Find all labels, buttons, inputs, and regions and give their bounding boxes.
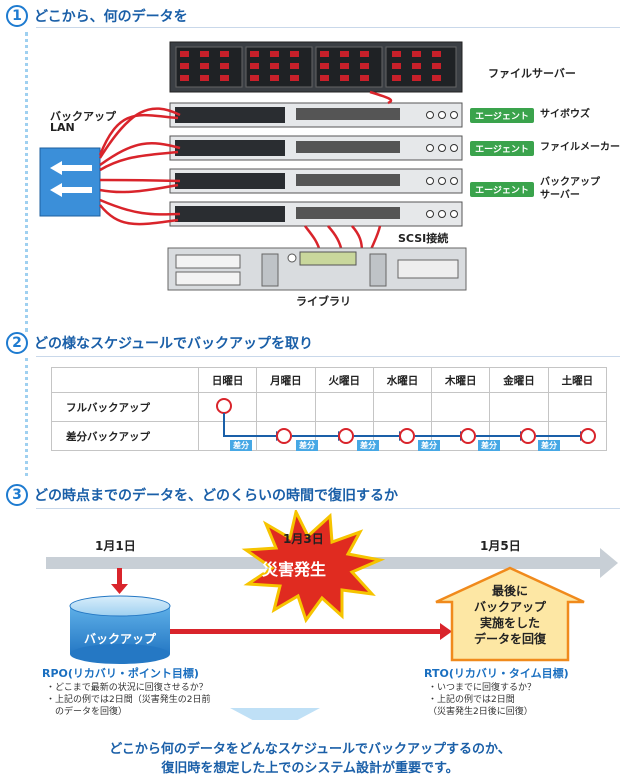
day-header: 日曜日 xyxy=(197,367,258,393)
restore-box xyxy=(435,566,585,662)
date-jan-1: 1月1日 xyxy=(95,539,136,553)
diff-tag: 差分 xyxy=(538,440,560,451)
schedule-flow xyxy=(216,398,596,444)
server-name-backup-1: バックアップ xyxy=(540,177,600,188)
diff-backup-marks xyxy=(276,428,596,444)
row-label-diff: 差分バックアップ xyxy=(51,421,199,451)
file-server xyxy=(169,41,463,93)
date-jan-5: 1月5日 xyxy=(480,539,521,553)
rto-notes: ・いつまでに回復するか？ ・上記の例では2日間 （災害発生2日後に回復） xyxy=(428,683,537,717)
full-backup-mark xyxy=(216,398,232,414)
step-2-rule xyxy=(36,356,620,357)
scsi-label: SCSI接続 xyxy=(398,232,449,245)
step-1-number: 1 xyxy=(6,5,28,27)
lan-cables xyxy=(98,90,393,226)
step-1-rule xyxy=(36,27,620,28)
agent-badge: エージェント xyxy=(470,108,534,123)
rpo-notes: ・どこまで最新の状況に回復させるか？ ・上記の例では2日間（災害発生の2日前 の… xyxy=(46,683,211,717)
day-header: 月曜日 xyxy=(256,367,316,393)
step-2-title: どの様なスケジュールでバックアップを取り xyxy=(34,336,314,352)
step-1-header: 1 どこから、何のデータを xyxy=(6,3,188,29)
backup-lan-label-1: バックアップ xyxy=(50,110,116,123)
diff-tag: 差分 xyxy=(296,440,318,451)
disaster-label: 災害発生 xyxy=(262,560,327,579)
lan-switch xyxy=(39,147,101,217)
step-3-number: 3 xyxy=(6,484,28,506)
day-header: 火曜日 xyxy=(314,367,374,393)
server-name-backup-2: サーバー xyxy=(540,190,580,201)
server-name-cybozu: サイボウズ xyxy=(540,109,590,120)
diff-tag: 差分 xyxy=(418,440,440,451)
day-header: 土曜日 xyxy=(547,367,608,393)
flow-dotted-line xyxy=(25,358,28,476)
step-3-header: 3 どの時点までのデータを、どのくらいの時間で復旧するか xyxy=(6,482,398,508)
flow-dotted-line xyxy=(25,32,28,332)
network-diagram xyxy=(39,41,467,291)
table-header-row: 日曜日 月曜日 火曜日 水曜日 木曜日 金曜日 土曜日 xyxy=(51,367,608,393)
agent-badge: エージェント xyxy=(470,182,534,197)
agent-badge: エージェント xyxy=(470,141,534,156)
rto-title: RTO(リカバリ・タイム目標) xyxy=(424,667,569,680)
library-label: ライブラリ xyxy=(296,295,351,308)
summary-message: どこから何のデータをどんなスケジュールでバックアップするのか、 復旧時を想定した… xyxy=(109,742,511,776)
file-server-label: ファイルサーバー xyxy=(488,67,576,80)
recovery-diagram xyxy=(46,510,618,720)
diff-tag: 差分 xyxy=(230,440,252,451)
date-jan-3: 1月3日 xyxy=(283,532,324,546)
step-1-title: どこから、何のデータを xyxy=(34,9,188,25)
rpo-title: RPO(リカバリ・ポイント目標) xyxy=(42,667,199,680)
server-name-filemaker: ファイルメーカー xyxy=(540,142,620,153)
step-2-number: 2 xyxy=(6,332,28,354)
day-header: 木曜日 xyxy=(431,367,491,393)
backup-lan-label-2: LAN xyxy=(50,121,75,134)
step-3-rule xyxy=(36,508,620,509)
backup-cylinder xyxy=(69,595,171,664)
day-header: 金曜日 xyxy=(489,367,549,393)
disaster-burst xyxy=(241,510,386,624)
restore-text: 最後に バックアップ 実施をした データを回復 xyxy=(473,584,546,646)
day-header: 水曜日 xyxy=(372,367,433,393)
diff-tag: 差分 xyxy=(478,440,500,451)
rack-servers xyxy=(169,102,463,227)
backup-cylinder-label: バックアップ xyxy=(84,632,157,646)
step-2-header: 2 どの様なスケジュールでバックアップを取り xyxy=(6,330,313,356)
diff-tag: 差分 xyxy=(357,440,379,451)
tape-library xyxy=(167,247,467,291)
step-3-title: どの時点までのデータを、どのくらいの時間で復旧するか xyxy=(34,488,398,504)
